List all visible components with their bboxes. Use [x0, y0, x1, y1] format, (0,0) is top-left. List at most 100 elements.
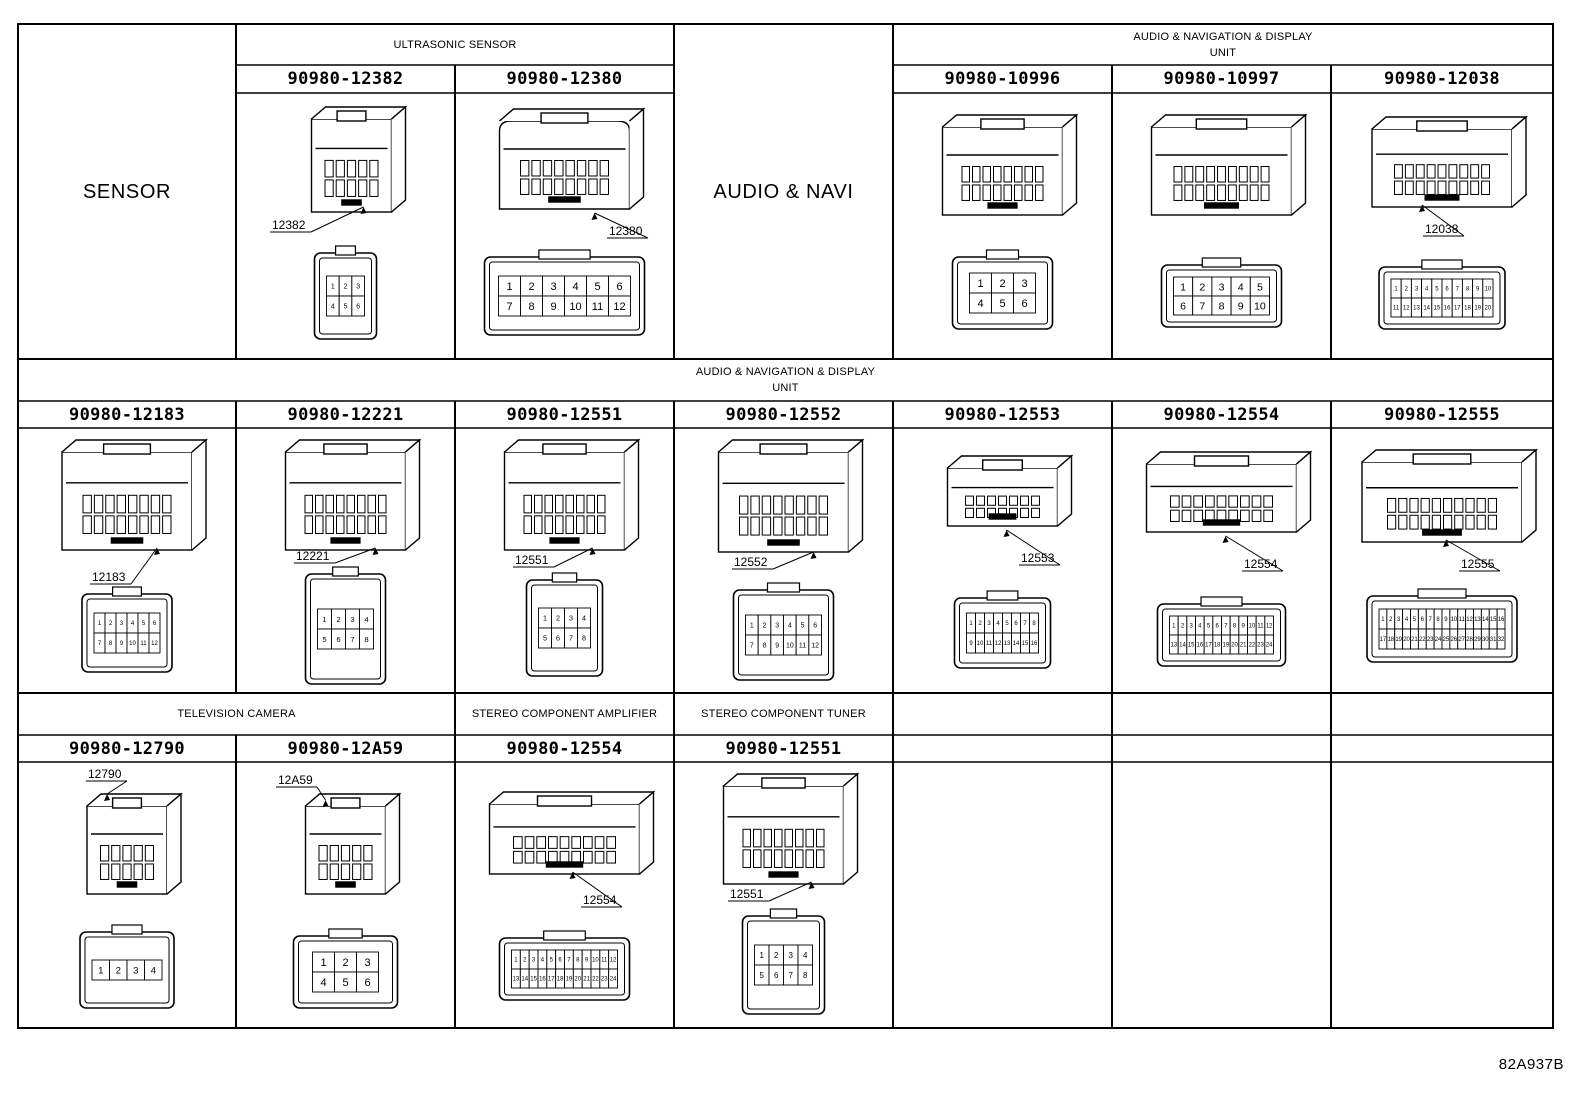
reference-number: 12382 [272, 218, 306, 232]
pin-number: 3 [987, 621, 991, 627]
pin-number: 1 [750, 623, 754, 630]
connector-body-icon [304, 792, 402, 895]
pin-number: 5 [1435, 287, 1439, 293]
pin-cell [351, 295, 365, 317]
pin-number: 22 [592, 977, 599, 983]
pin-cell [1482, 297, 1494, 318]
pin-number: 12 [613, 301, 625, 313]
pin-number: 8 [109, 641, 113, 647]
pin-number: 9 [1238, 300, 1244, 312]
pin-number: 13 [1474, 617, 1481, 623]
reference-callout: 12038 [1419, 204, 1465, 237]
pin-number: 14 [1179, 643, 1186, 649]
pin-number: 14 [1423, 306, 1430, 312]
pin-cell [808, 634, 822, 656]
pin-number: 4 [977, 298, 983, 310]
pin-number: 15 [1022, 641, 1029, 647]
pin-number: 4 [788, 623, 792, 630]
pin-number: 11 [799, 643, 806, 650]
pin-number: 6 [1421, 617, 1425, 623]
pin-number: 24 [610, 977, 617, 983]
pin-number: 16 [1498, 617, 1505, 623]
pin-number: 9 [969, 641, 973, 647]
pin-number: 24 [1266, 643, 1273, 649]
pin-number: 14 [521, 977, 528, 983]
pin-number: 3 [569, 615, 573, 623]
part-number: 90980-10997 [1163, 69, 1280, 89]
pin-number: 7 [789, 971, 794, 980]
pin-number: 10 [1450, 617, 1457, 623]
connector-body-icon [284, 438, 422, 551]
pin-number: 10 [569, 301, 581, 313]
reference-callout: 12221 [294, 547, 379, 564]
pin-number: 5 [344, 304, 348, 311]
pin-number: 17 [1454, 306, 1461, 312]
pin-number: 7 [350, 635, 354, 644]
part-number: 90980-12A59 [287, 738, 404, 759]
pin-number: 2 [1181, 624, 1185, 630]
pin-number: 6 [813, 623, 817, 630]
pin-number: 9 [1241, 624, 1245, 630]
pin-number: 11 [601, 958, 608, 964]
pin-number: 5 [1207, 624, 1211, 630]
pin-number: 3 [1219, 281, 1225, 293]
diagram-code: 82A937B [1498, 1056, 1564, 1073]
pin-number: 11 [592, 301, 603, 313]
pin-number: 7 [1224, 624, 1228, 630]
pin-number: 6 [1014, 621, 1018, 627]
pin-number: 2 [978, 621, 982, 627]
connector-body-icon [1371, 115, 1528, 208]
pin-cell [1029, 632, 1039, 654]
pin-number: 4 [996, 621, 1000, 627]
pin-number: 6 [558, 958, 562, 964]
pin-number: 20 [574, 977, 581, 983]
pin-number: 18 [1214, 643, 1221, 649]
pin-number: 8 [803, 971, 808, 980]
pin-number: 4 [541, 958, 545, 964]
reference-callout: 12551 [728, 881, 815, 902]
pin-number: 16 [539, 977, 546, 983]
pin-number: 19 [1395, 637, 1402, 643]
reference-number: 12551 [730, 887, 764, 901]
pin-number: 18 [1464, 306, 1471, 312]
pin-number: 10 [977, 641, 984, 647]
pin-number: 6 [1180, 300, 1186, 312]
reference-number: 12380 [609, 224, 643, 238]
pin-number: 5 [322, 635, 326, 644]
pin-number: 22 [1248, 643, 1255, 649]
pin-number: 1 [760, 951, 765, 960]
pin-number: 5 [142, 621, 146, 627]
pin-number: 20 [1485, 306, 1492, 312]
reference-number: 12552 [734, 555, 768, 569]
pin-number: 8 [1032, 621, 1036, 627]
pin-number: 12 [151, 641, 158, 647]
pin-number: 12 [811, 643, 819, 650]
pin-number: 7 [750, 643, 754, 650]
pin-number: 17 [1205, 643, 1212, 649]
pin-cell [608, 295, 631, 317]
pin-number: 9 [1444, 617, 1448, 623]
pin-number: 3 [1415, 287, 1419, 293]
pin-number: 7 [1199, 300, 1205, 312]
connector-body-icon [717, 438, 865, 553]
pin-number: 10 [1485, 287, 1492, 293]
reference-callout: 12A59 [276, 773, 329, 807]
pin-number: 7 [1023, 621, 1027, 627]
reference-callout: 12183 [90, 547, 160, 585]
pin-number: 4 [331, 304, 335, 311]
pin-number: 6 [556, 635, 560, 643]
reference-number: 12038 [1425, 222, 1459, 236]
